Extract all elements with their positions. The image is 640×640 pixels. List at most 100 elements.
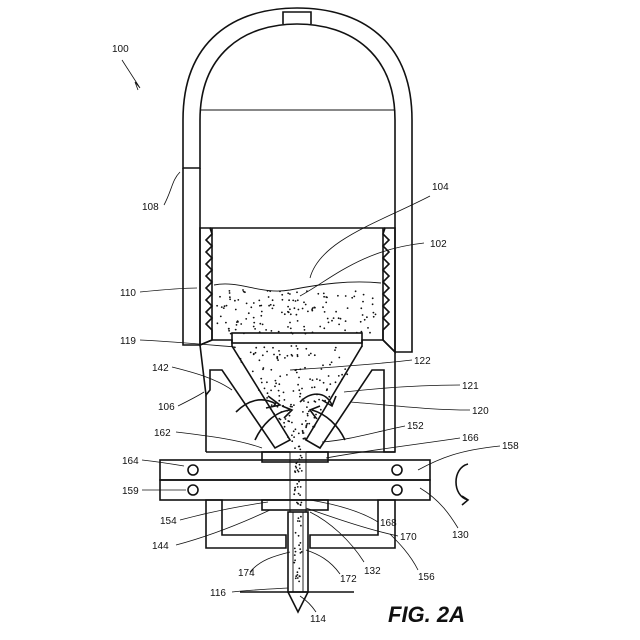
powder-dot [298,471,300,473]
powder-dot [333,317,335,319]
powder-dot [344,368,346,370]
powder-dot [299,520,301,522]
powder-dot [265,329,267,331]
label-130: 130 [452,530,469,541]
powder-dot [320,409,322,411]
powder-dot [297,320,299,322]
powder-dot [329,364,331,366]
powder-dot [275,382,277,384]
powder-dot [327,318,329,320]
powder-dot [259,323,261,325]
powder-dot [346,373,348,375]
powder-dot [310,353,312,355]
powder-dot [225,322,227,324]
powder-dot [297,503,299,505]
powder-dot [308,411,310,413]
powder-dot [300,516,302,518]
powder-dot [291,406,293,408]
left-thread [200,228,212,345]
o-ring-left-bottom [188,485,198,495]
powder-dot [242,289,244,291]
powder-dot [288,299,290,301]
powder-dot [312,426,314,428]
powder-dot [326,389,328,391]
powder-dot [271,330,273,332]
powder-dot [287,326,289,328]
powder-dot [301,388,303,390]
label-116: 116 [210,588,226,599]
powder-dot [291,345,293,347]
powder-dot [237,299,239,301]
powder-dot [369,332,371,334]
powder-dot [302,308,304,310]
powder-dot [259,331,261,333]
powder-dot [282,299,284,301]
powder-dot [299,548,301,550]
powder-dot [360,307,362,309]
powder-dot [253,322,255,324]
powder-dot [309,378,311,380]
label-159: 159 [122,486,139,497]
powder-dot [298,389,300,391]
powder-dot [255,352,257,354]
powder-dot [278,400,280,402]
powder-dot [300,504,302,506]
powder-dot [235,329,237,331]
o-ring-right-top [392,465,402,475]
powder-dot [289,439,291,441]
powder-dot [303,326,305,328]
powder-dot [296,483,298,485]
powder-dot [300,455,302,457]
powder-dot [228,330,230,332]
powder-dot [335,311,337,313]
powder-dot [303,438,305,440]
powder-dot [375,314,377,316]
powder-dot [278,390,280,392]
powder-dot [305,333,307,335]
powder-dot [284,399,286,401]
powder-dot [263,346,265,348]
powder-dot [314,354,316,356]
powder-dot [295,551,297,553]
powder-dot [303,400,305,402]
powder-dot [229,290,231,292]
powder-dot [250,352,252,354]
powder-dot [298,493,300,495]
label-164: 164 [122,456,139,467]
o-ring-left-top [188,465,198,475]
powder-dot [285,418,287,420]
powder-dot [298,377,300,379]
powder-dot [300,525,302,527]
powder-dot [223,307,225,309]
powder-dot [283,392,285,394]
powder-dot [298,517,300,519]
powder-dot [316,378,318,380]
powder-dot [219,296,221,298]
o-ring-right-bottom [392,485,402,495]
label-174: 174 [238,568,255,579]
label-166: 166 [462,433,479,444]
powder-dot [243,333,245,335]
powder-dot [301,502,303,504]
powder-dot [305,439,307,441]
powder-dot [248,312,250,314]
label-132: 132 [364,566,381,577]
powder-dot [334,349,336,351]
powder-dot [253,317,255,319]
powder-dot [250,306,252,308]
powder-dot [298,481,300,483]
powder-dot [258,300,260,302]
powder-dot [291,354,293,356]
powder-dot [246,303,248,305]
powder-dot [277,359,279,361]
powder-dot [290,404,292,406]
label-110: 110 [120,288,136,299]
powder-dot [253,353,255,355]
powder-dot [279,375,281,377]
powder-dot [292,333,294,335]
powder-dot [321,368,323,370]
powder-dot [290,406,292,408]
powder-dot [278,395,280,397]
powder-dot [296,372,298,374]
